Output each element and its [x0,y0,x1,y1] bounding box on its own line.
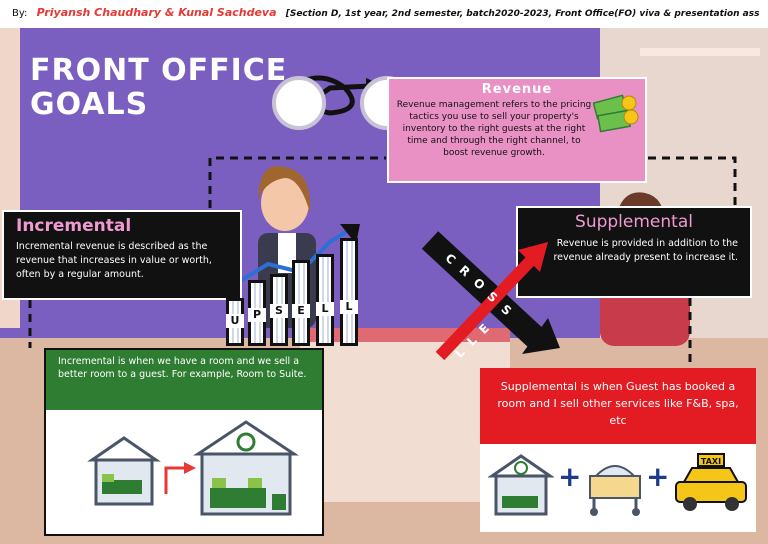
room-icon [488,454,554,516]
supplemental-title: Supplemental [575,212,693,232]
incremental-text: Incremental revenue is described as the … [16,241,212,280]
revenue-card: Revenue Revenue management refers to the… [387,77,647,183]
background-scene: FRONT OFFICE GOALS Revenue Revenue manag… [0,28,768,544]
page-title: FRONT OFFICE GOALS [30,54,310,122]
revenue-title: Revenue [481,82,553,97]
upsell-bar [316,254,334,346]
taxi-label: TAXI [701,457,721,466]
supplemental-example-card: Supplemental is when Guest has booked a … [480,368,756,532]
incremental-example-card: Incremental is when we have a room and w… [44,348,324,536]
upsell-letter: L [340,300,358,314]
supplemental-example-text: Supplemental is when Guest has booked a … [480,368,756,444]
incremental-title: Incremental [16,216,132,236]
money-icon [593,94,639,133]
room-upgrade-icon [193,420,299,516]
taxi-icon: TAXI [675,453,747,511]
plus-icon: + [558,460,582,493]
upsell-letter: S [270,304,288,318]
byline-authors: Priyansh Chaudhary & Kunal Sachdeva [36,6,277,19]
upsell-letter: P [248,308,266,322]
upsell-letter: L [316,302,334,316]
plus-icon: + [646,460,670,493]
bed-icon [87,436,161,506]
clock-icon [272,76,326,130]
byline-prefix: By: [12,8,28,19]
incremental-example-text: Incremental is when we have a room and w… [46,350,322,410]
room-upgrade-illustration [87,420,299,516]
cross-sell-arrows [421,231,560,361]
upsell-letter: E [292,304,310,318]
room-service-cart-icon [589,465,641,516]
byline: By: Priyansh Chaudhary & Kunal Sachdeva … [12,6,760,28]
incremental-card: Incremental Incremental revenue is descr… [2,210,242,300]
upsell-bar [340,238,358,346]
title-line-1: FRONT OFFICE [30,53,288,88]
byline-section: [Section D, 1st year, 2nd semester, batc… [285,9,760,19]
supplemental-card: Supplemental Revenue is provided in addi… [516,206,752,298]
reception-desk [300,328,510,502]
upsell-bar [292,260,310,346]
upsell-letter: U [226,314,244,328]
supplemental-text: Revenue is provided in addition to the r… [553,238,738,263]
title-line-2: GOALS [30,87,149,122]
revenue-text: Revenue management refers to the pricing… [396,100,592,158]
